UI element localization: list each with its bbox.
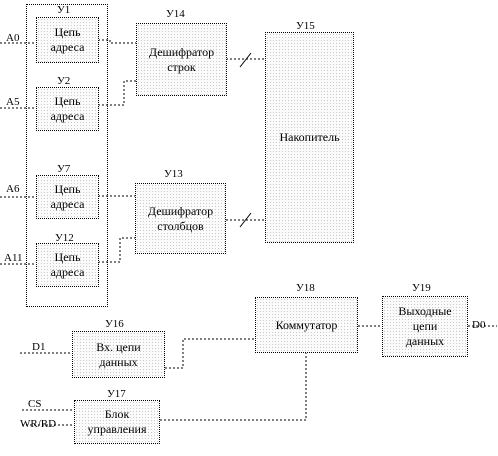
block-y7-address-chain: Цепь адреса <box>36 175 99 219</box>
block-y17-label: Блок управления <box>87 407 147 436</box>
bus-mark-cols <box>239 212 252 228</box>
block-y2-address-chain: Цепь адреса <box>36 87 99 131</box>
block-y2-label: Цепь адреса <box>50 94 85 123</box>
block-y7-id: У7 <box>57 163 71 175</box>
block-y16-data-input: Вх. цепи данных <box>72 331 165 378</box>
signal-a6-label: A6 <box>6 183 20 195</box>
block-y13-label: Дешифратор столбцов <box>147 203 214 233</box>
wire-y1-y14 <box>98 39 136 44</box>
block-y16-id: У16 <box>105 318 124 330</box>
address-chain-group <box>26 4 108 307</box>
signal-cs-label: CS <box>28 398 42 410</box>
block-y12-label: Цепь адреса <box>50 250 85 279</box>
block-y13-id: У13 <box>164 168 183 180</box>
block-y14-id: У14 <box>166 8 185 20</box>
signal-d1-label: D1 <box>32 341 46 353</box>
block-y19-data-output: Выходные цепи данных <box>382 296 468 357</box>
block-y13-column-decoder: Дешифратор столбцов <box>135 183 226 254</box>
block-y17-control-unit: Блок управления <box>74 400 160 444</box>
signal-wr-rd-label: WR/RD <box>20 418 57 430</box>
block-y18-id: У18 <box>296 282 315 294</box>
block-y19-id: У19 <box>412 282 431 294</box>
block-y1-label: Цепь адреса <box>50 25 85 54</box>
block-y2-id: У2 <box>57 75 71 87</box>
block-y12-id: У12 <box>55 232 74 244</box>
block-y1-address-chain: Цепь адреса <box>36 17 99 63</box>
signal-a0-label: A0 <box>6 32 20 44</box>
block-y17-id: У17 <box>107 388 126 400</box>
block-y1-id: У1 <box>57 4 71 16</box>
bus-mark-rows <box>239 52 252 68</box>
signal-d0-label: D0 <box>472 319 486 331</box>
block-y14-row-decoder: Дешифратор строк <box>136 23 227 96</box>
block-y14-label: Дешифратор строк <box>148 44 215 74</box>
wire-y12-y13 <box>98 237 135 263</box>
block-y16-label: Вх. цепи данных <box>96 339 141 369</box>
block-y18-switch: Коммутатор <box>255 297 358 353</box>
signal-a5-label: A5 <box>6 96 20 108</box>
wire-y17-y18 <box>160 353 307 421</box>
block-y12-address-chain: Цепь адреса <box>36 243 99 287</box>
block-y7-label: Цепь адреса <box>50 182 85 211</box>
block-y15-label: Накопитель <box>279 130 340 144</box>
wire-y2-y14 <box>98 80 136 106</box>
block-y15-storage: Накопитель <box>265 32 354 243</box>
block-y18-label: Коммутатор <box>275 317 338 332</box>
block-y19-label: Выходные цепи данных <box>398 304 452 348</box>
wire-y16-y18 <box>165 338 255 369</box>
signal-a11-label: A11 <box>4 252 23 264</box>
block-y15-id: У15 <box>296 20 315 32</box>
